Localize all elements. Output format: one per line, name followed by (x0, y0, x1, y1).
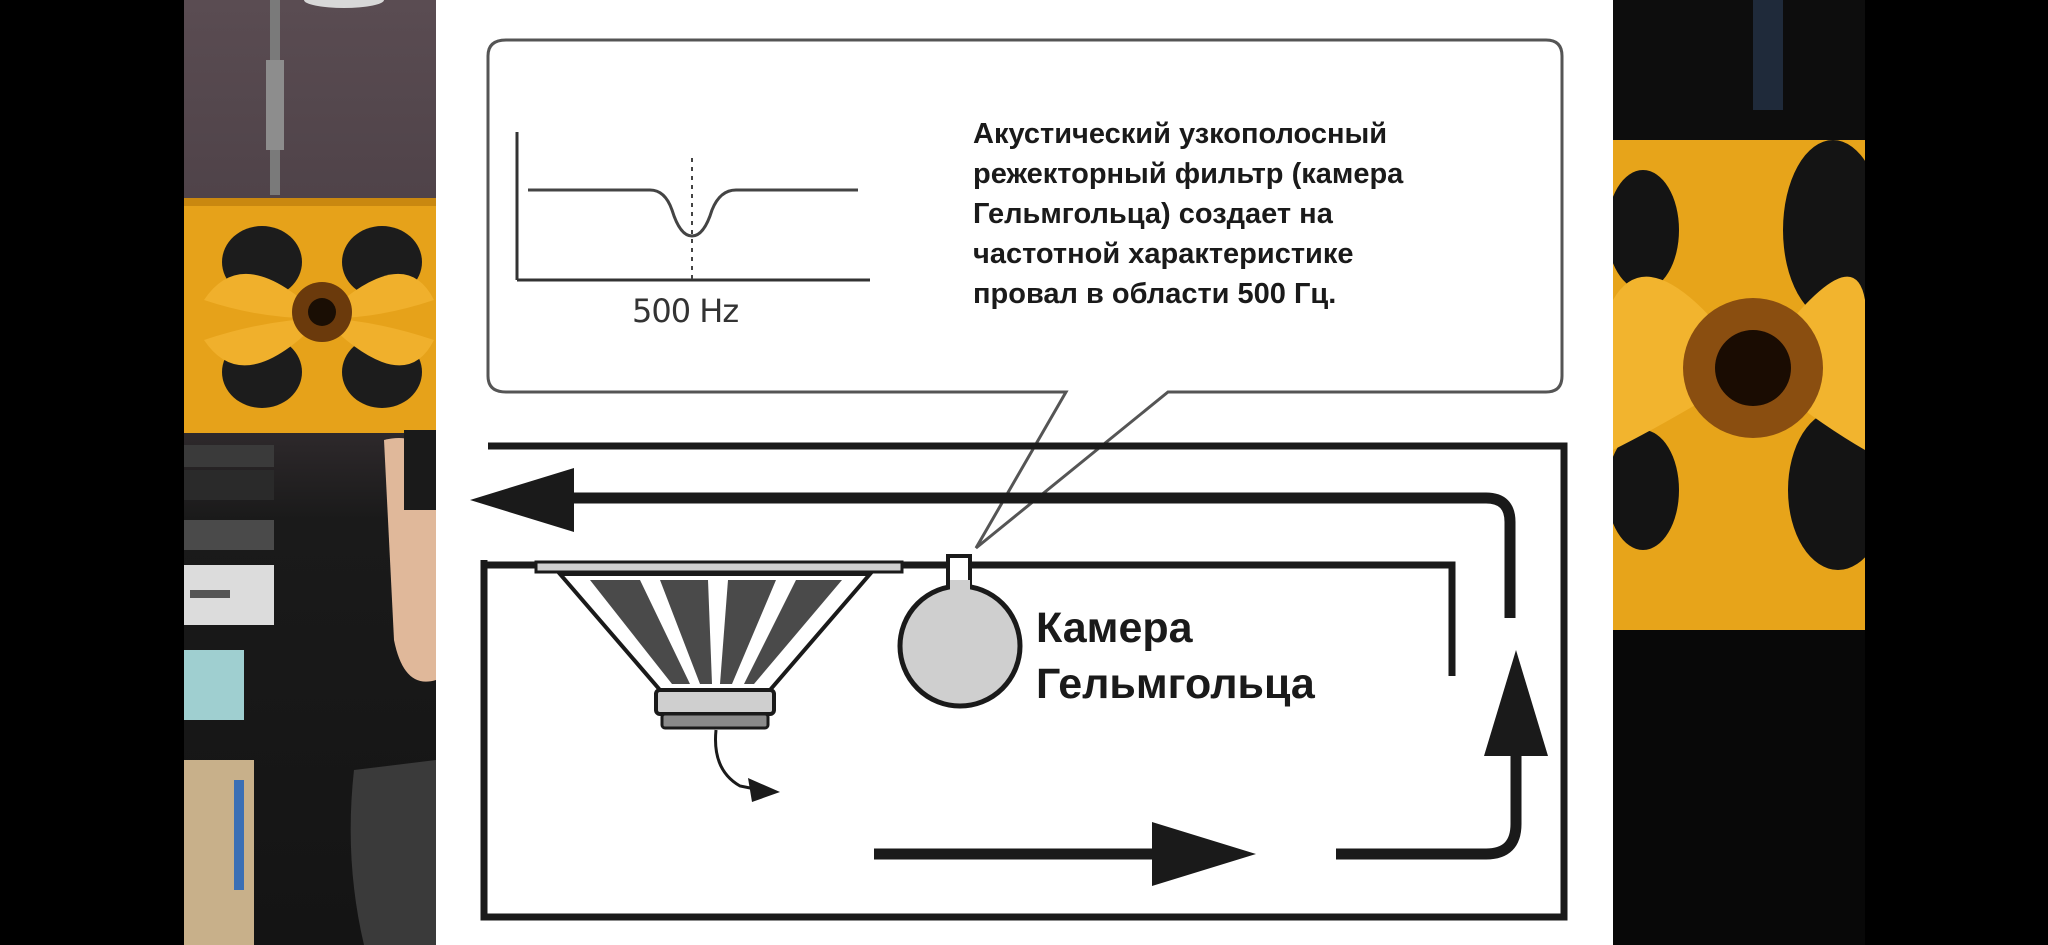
enclosure-outer (480, 442, 1568, 921)
description-text: Акустический узкополосный режекторный фи… (973, 114, 1533, 314)
description-line-3: Гельмгольца) создает на (973, 198, 1333, 230)
right-photo-horn (1613, 0, 1865, 945)
chamber-body (897, 583, 1023, 709)
lamp-pole-joint (266, 60, 284, 150)
chair (350, 760, 436, 945)
flow-arrow-up (1484, 650, 1548, 756)
driver-baffle (534, 560, 904, 574)
chamber-label-line-2: Гельмгольца (1036, 660, 1315, 708)
flow-arrow-right (1152, 822, 1256, 886)
right-photo-drawing (1613, 0, 1865, 945)
description-line-5: провал в области 500 Гц. (973, 278, 1337, 310)
helmholtz-chamber (897, 554, 1023, 709)
lamp-light (304, 0, 384, 8)
chamber-label: Камера Гельмгольца (1036, 600, 1315, 712)
description-line-2: режекторный фильтр (камера (973, 158, 1404, 190)
notch-curve (528, 188, 858, 238)
driver-wire (714, 729, 761, 792)
description-line-4: частотной характеристике (973, 238, 1354, 270)
speech-bubble (486, 38, 1564, 550)
driver-magnet (654, 688, 776, 716)
equipment-rack (184, 445, 274, 467)
inner-duct-wall (942, 561, 1456, 676)
frequency-response-graph (515, 132, 870, 282)
flow-path-right (1336, 730, 1522, 860)
left-photo-drawing (184, 0, 436, 945)
description-line-1: Акустический узкополосный (973, 118, 1388, 150)
frequency-label: 500 Hz (632, 292, 739, 330)
flow-arrow-left (470, 468, 574, 532)
flow-path-top (560, 492, 1516, 618)
chamber-label-line-1: Камера (1036, 604, 1193, 652)
left-photo-speaker (184, 0, 436, 945)
speaker-driver (534, 560, 904, 802)
